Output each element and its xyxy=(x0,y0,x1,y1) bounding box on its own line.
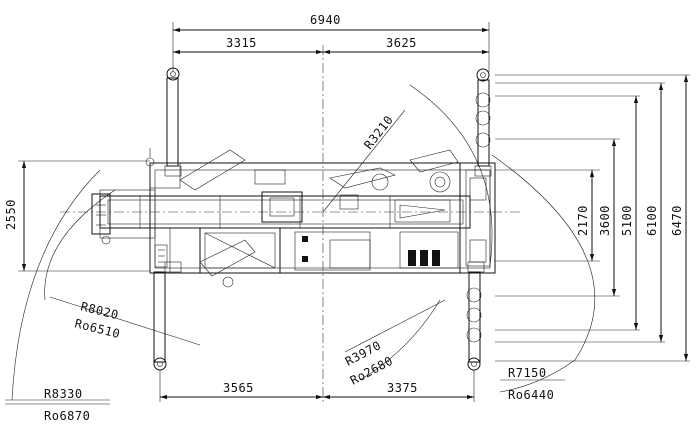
radius-ro6870: Ro6870 xyxy=(44,409,90,423)
dim-width-2170: 2170 xyxy=(576,205,590,236)
dim-bottom-rear: 3375 xyxy=(387,381,418,395)
dim-width-5100: 5100 xyxy=(620,205,634,236)
dim-width-6470: 6470 xyxy=(670,205,684,236)
radius-r3210: R3210 xyxy=(361,113,396,152)
top-dimensions xyxy=(172,22,490,72)
radius-r7150: R7150 xyxy=(508,366,547,380)
telescopic-boom xyxy=(91,148,471,245)
radius-leaders xyxy=(5,109,565,405)
superstructure xyxy=(154,149,459,288)
dim-overall-length: 6940 xyxy=(310,13,341,27)
carrier-body xyxy=(99,162,496,274)
dim-body-width: 2550 xyxy=(4,199,18,230)
right-dimensions xyxy=(495,74,690,362)
outrigger-rear-lower xyxy=(466,271,482,371)
radius-ro6440: Ro6440 xyxy=(508,388,554,402)
radius-arcs xyxy=(11,84,596,401)
bottom-dimensions xyxy=(159,370,475,402)
outrigger-rear-upper xyxy=(475,68,491,167)
center-lines xyxy=(60,45,520,405)
dim-front-length: 3315 xyxy=(226,36,257,50)
dim-rear-length: 3625 xyxy=(386,36,417,50)
radius-r8330: R8330 xyxy=(44,387,83,401)
outrigger-front-upper xyxy=(166,67,180,167)
dim-width-3600: 3600 xyxy=(598,205,612,236)
left-dimension xyxy=(18,160,150,272)
dim-bottom-front: 3565 xyxy=(223,381,254,395)
outrigger-front-lower xyxy=(153,271,167,371)
dim-width-6100: 6100 xyxy=(645,205,659,236)
